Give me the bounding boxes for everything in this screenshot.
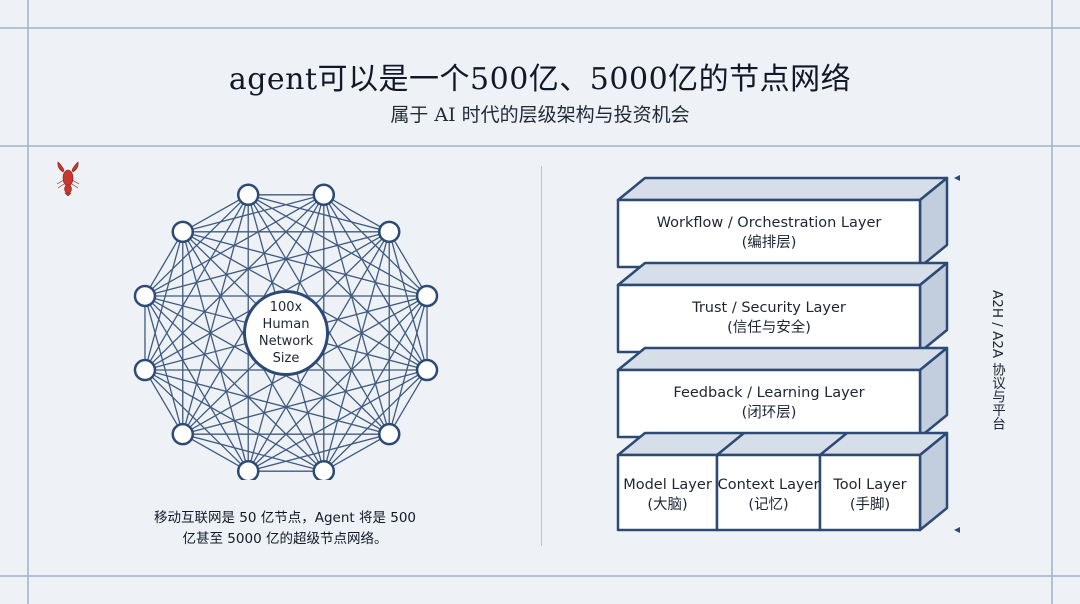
network-node [312,183,336,207]
network-node [377,220,401,244]
network-node [133,284,157,308]
layer-label-workflow: Workflow / Orchestration Layer (编排层) [618,213,920,253]
network-node [236,183,260,207]
layer-label-feedback: Feedback / Learning Layer (闭环层) [618,383,920,423]
layer-subtitle: (闭环层) [741,405,797,421]
layer-title: Context Layer [717,477,820,493]
network-edge [182,194,249,233]
layer-title: Model Layer [623,477,712,493]
network-edge [182,231,249,472]
hub-text-line: Human [262,317,310,332]
network-node [377,422,401,446]
network-edge [247,194,428,297]
layer-subtitle: (手脚) [849,497,891,513]
network-node [236,459,260,480]
network-edge [144,231,184,297]
layer-label-model: Model Layer (大脑) [618,475,717,515]
stack-layer-workflow [616,176,949,269]
page-subtitle: 属于 AI 时代的层级架构与投资机会 [390,104,690,126]
page-title: agent可以是一个500亿、5000亿的节点网络 [228,62,852,97]
network-hub: 100x Human Network Size [243,290,329,376]
caption-line: 移动互联网是 50 亿节点，Agent 将是 500 [153,510,417,526]
protocol-axis-label: A2H / A2A 协议与平台 [989,290,1005,430]
network-edge [144,295,184,435]
network-edge [182,194,249,435]
network-edge [144,369,249,472]
network-node [133,358,157,382]
layer-label-tool: Tool Layer (手脚) [820,475,920,515]
network-caption: 移动互联网是 50 亿节点，Agent 将是 500 亿甚至 5000 亿的超级… [120,508,450,550]
stack-layer-trust [616,261,949,354]
hub-text-line: 100x [269,300,303,315]
caption-line: 亿甚至 5000 亿的超级节点网络。 [182,531,388,547]
network-edge [144,369,390,435]
network-edge [182,231,428,297]
layer-title: Feedback / Learning Layer [673,385,865,401]
layer-title: Workflow / Orchestration Layer [656,215,882,231]
network-edge [323,194,390,233]
network-node [171,422,195,446]
network-node [415,284,439,308]
section-divider [541,166,542,546]
layer-stack-diagram [616,170,960,540]
layer-subtitle: (信任与安全) [727,320,811,336]
layer-title: Tool Layer [833,477,907,493]
stack-layer-base [616,431,949,532]
network-edge [388,231,428,297]
layer-label-trust: Trust / Security Layer (信任与安全) [618,298,920,338]
hub-text-line: Network [258,334,314,349]
layer-label-context: Context Layer (记忆) [717,475,820,515]
node-network-diagram [133,183,439,480]
hub-text-line: Size [272,351,300,366]
network-edge [144,194,249,297]
network-edge [144,231,184,371]
stack-layer-feedback [616,346,949,439]
lobster-icon [56,161,80,196]
network-node [171,220,195,244]
network-node [415,358,439,382]
network-edge [182,433,324,472]
network-edge [247,194,428,371]
network-edge [323,433,390,472]
layer-subtitle: (编排层) [741,235,797,251]
layer-subtitle: (记忆) [748,497,789,513]
layer-subtitle: (大脑) [647,497,688,513]
network-edges [144,194,428,472]
network-edge [248,194,390,233]
network-edge [144,194,249,371]
network-edge [144,369,184,435]
network-node [312,459,336,480]
layer-title: Trust / Security Layer [692,300,846,316]
network-nodes [133,183,439,480]
network-edge [388,369,428,435]
network-edge [182,433,249,472]
network-edge [144,295,325,472]
